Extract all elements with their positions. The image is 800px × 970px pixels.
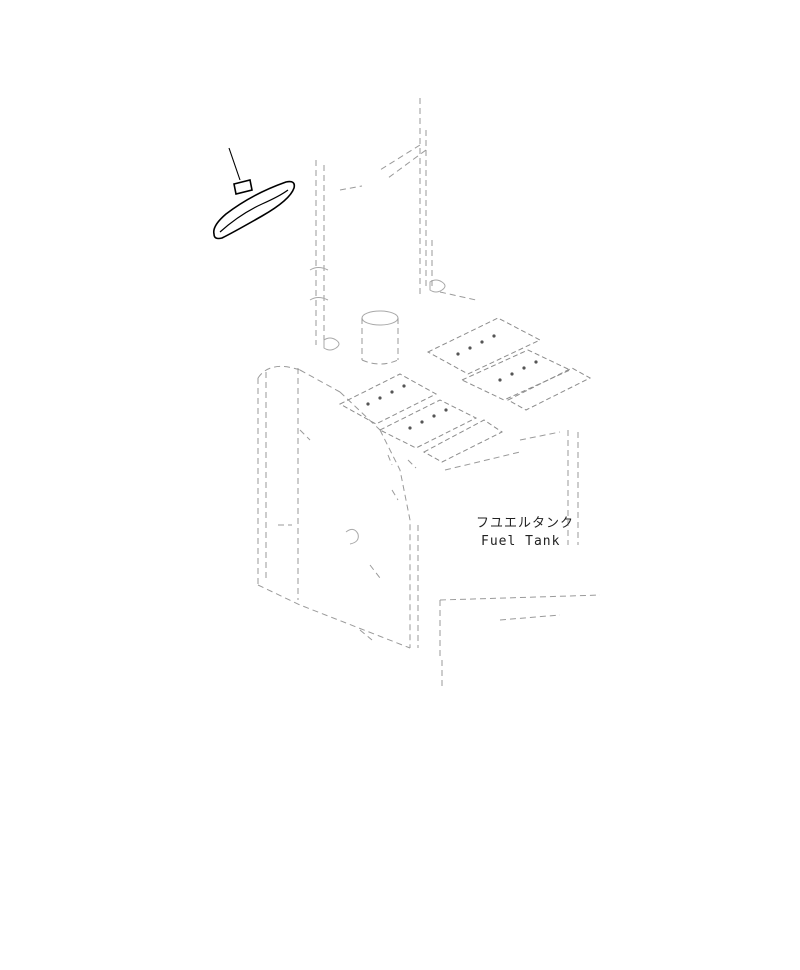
- filler-neck: [361, 310, 399, 365]
- left-hose: [309, 160, 363, 351]
- leader-line: [228, 147, 241, 181]
- vertical-pipe-assembly: [379, 98, 477, 301]
- mounting-plates: [338, 317, 592, 463]
- fuel-tank-label-jp: フユエルタンク: [476, 516, 574, 531]
- fuel-tank-label-en: Fuel Tank: [481, 534, 560, 549]
- highlighted-cap-part: [212, 147, 296, 240]
- fuel-tank-label: フユエルタンク Fuel Tank: [476, 516, 574, 549]
- fuel-tank-body: [257, 365, 601, 690]
